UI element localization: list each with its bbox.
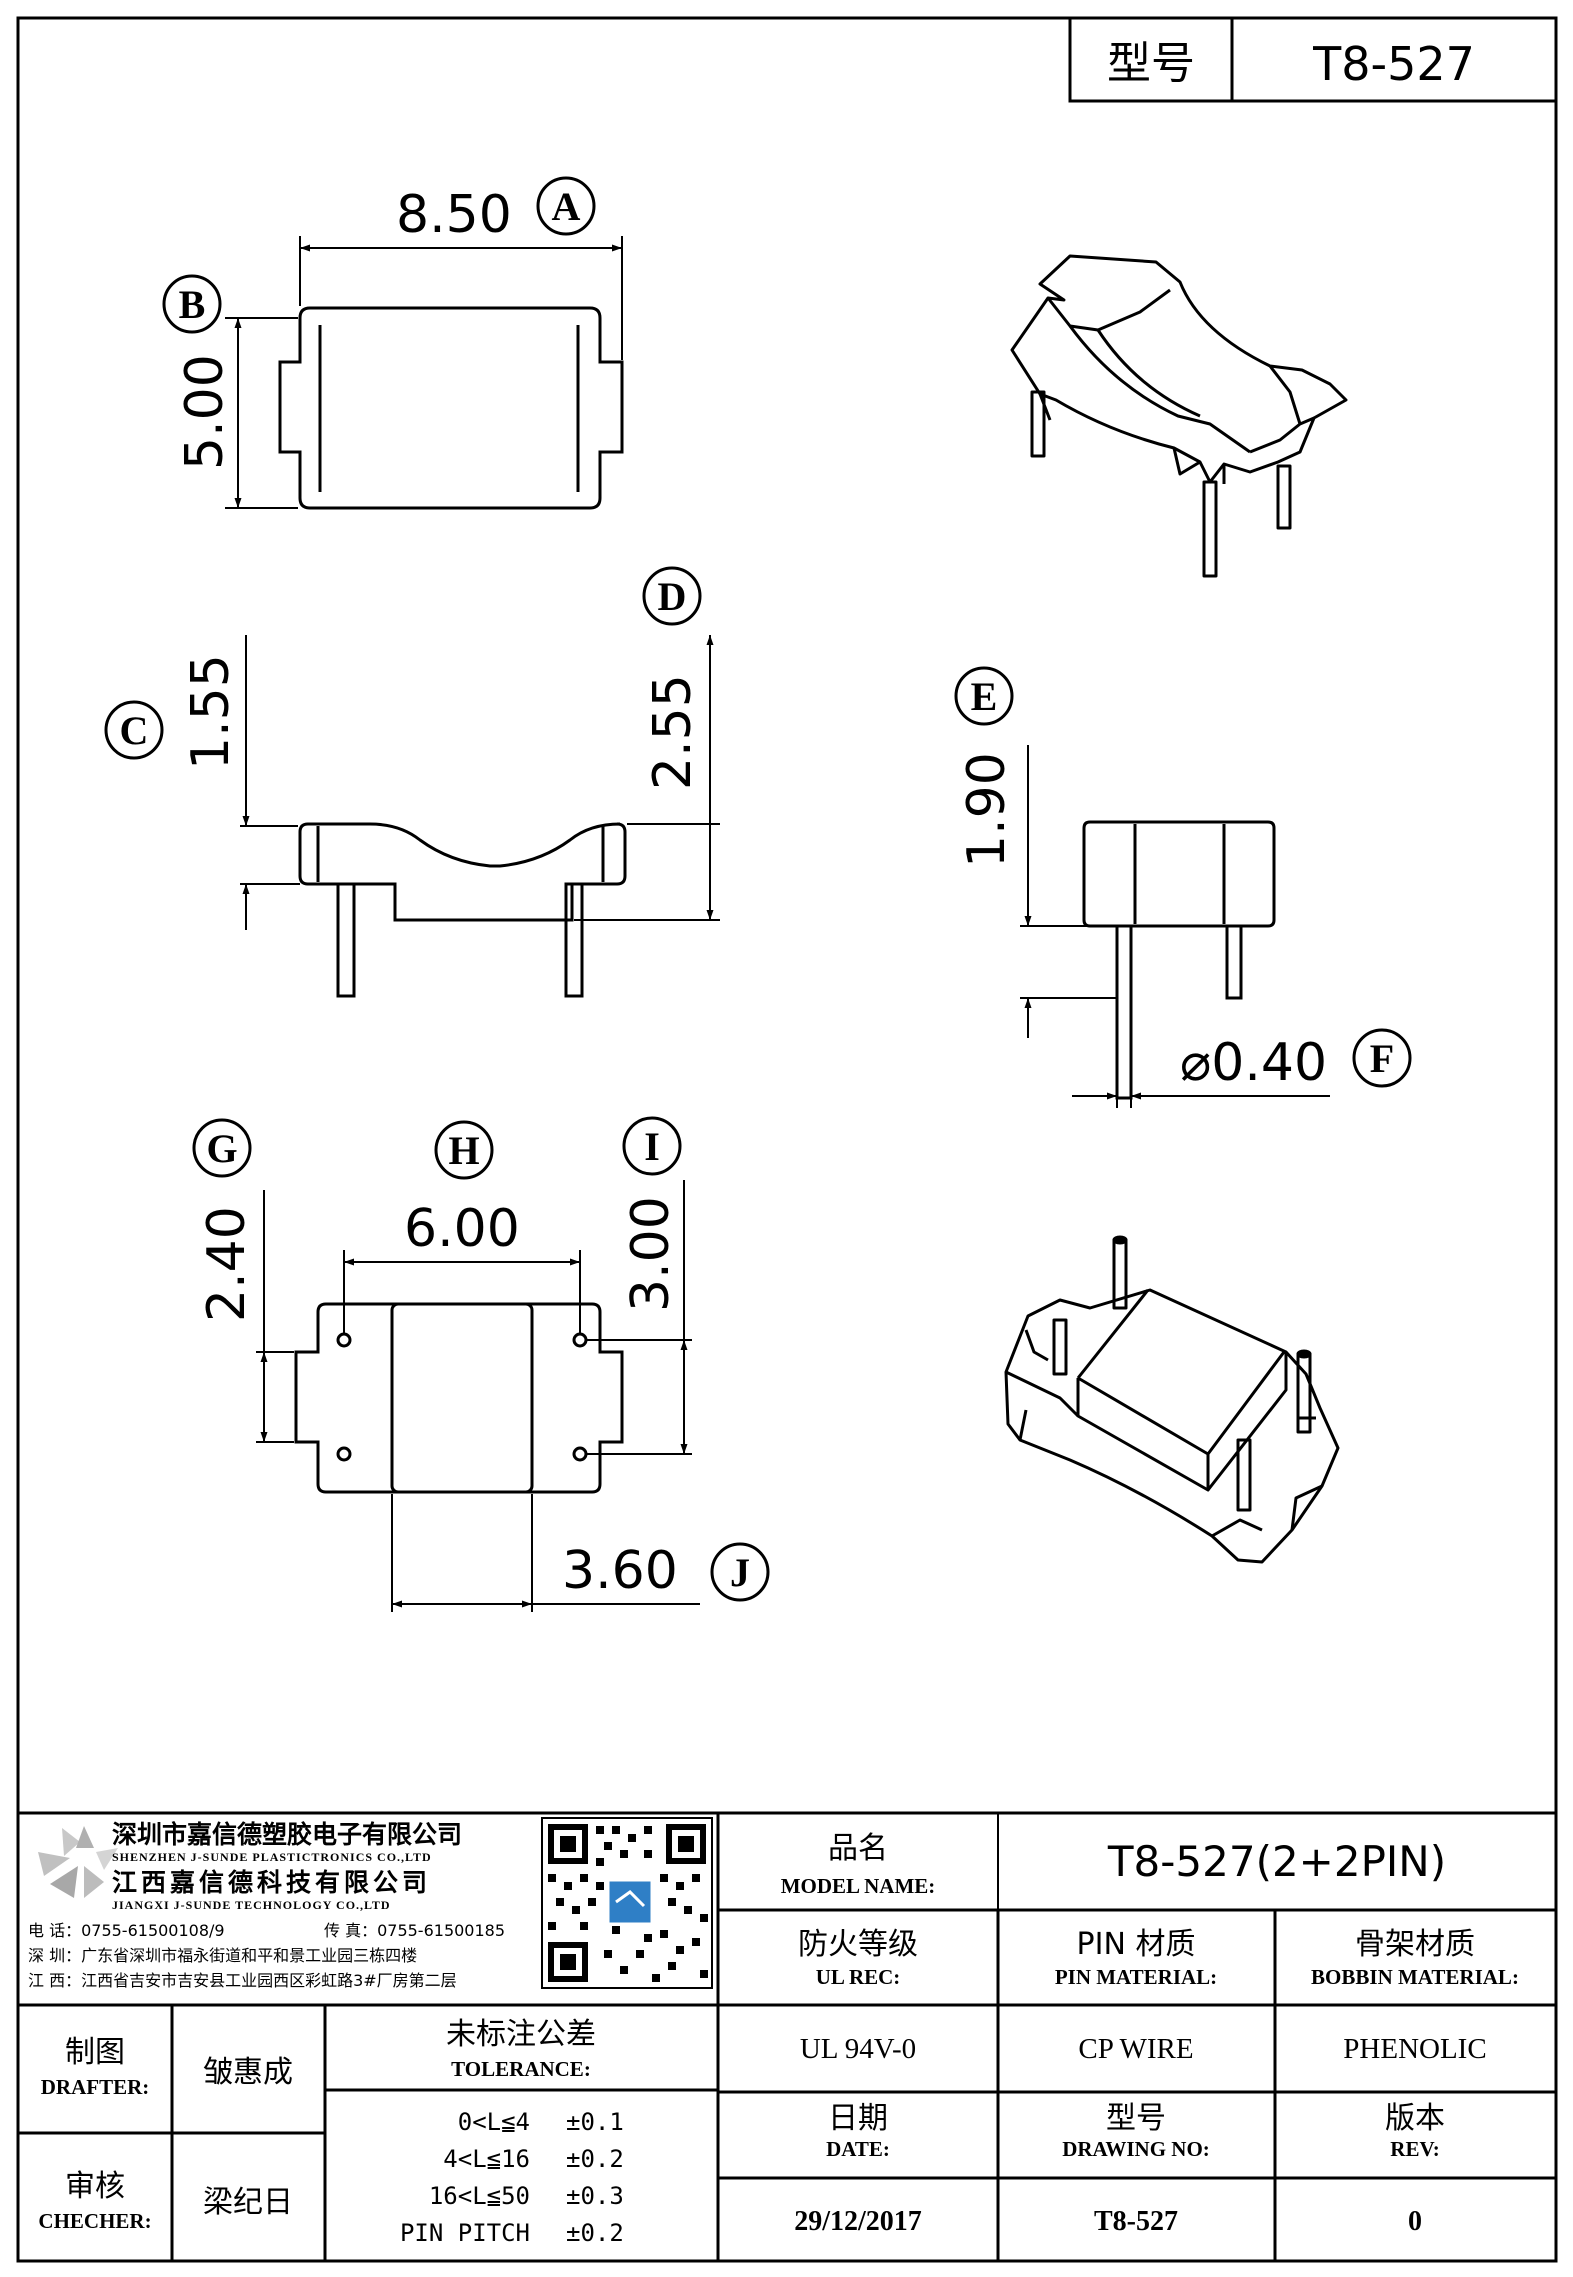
model-header: 型号 T8-527	[1068, 18, 1556, 103]
ul-rec-label-cn: 防火等级	[798, 1927, 918, 1962]
dimension-value-i: 3.00	[621, 1196, 681, 1312]
callout-letter-e: E	[971, 674, 998, 719]
callout-g: G	[192, 1118, 252, 1178]
dimension-value-c: 1.55	[181, 654, 241, 770]
tolerance-label-en: TOLERANCE:	[451, 2057, 591, 2081]
side-view	[1020, 745, 1330, 1108]
callout-letter-c: C	[120, 708, 149, 753]
callout-letter-d: D	[658, 574, 687, 619]
isometric-view-top	[1010, 254, 1348, 578]
isometric-view-bottom	[1004, 1235, 1340, 1564]
sheet-border	[16, 16, 1558, 2263]
callout-j: J	[710, 1542, 770, 1602]
model-name-label-en: MODEL NAME:	[781, 1874, 936, 1898]
model-name-label-cn: 品名	[828, 1831, 888, 1866]
checker-label-en: CHECHER:	[38, 2209, 151, 2233]
bobbin-material-label-en: BOBBIN MATERIAL:	[1311, 1965, 1519, 1989]
date-value: 29/12/2017	[794, 2206, 922, 2237]
dimension-value-j: 3.60	[562, 1541, 678, 1601]
dimension-value-g: 2.40	[197, 1206, 257, 1322]
drafter-value: 皱惠成	[203, 2055, 293, 2090]
company-name-jiangxi: 江西嘉信德科技有限公司	[112, 1868, 431, 1897]
qr-code	[541, 1817, 713, 1989]
drafter-label-cn: 制图	[65, 2035, 125, 2070]
pin-material-label-en: PIN MATERIAL:	[1055, 1965, 1217, 1989]
callout-d: D	[642, 566, 702, 626]
tolerance-range-3: 16<L≦50	[429, 2182, 530, 2210]
dimension-value-f: ⌀0.40	[1180, 1033, 1327, 1093]
callout-f: F	[1352, 1028, 1412, 1088]
top-view	[225, 236, 624, 510]
callout-letter-b: B	[179, 282, 206, 327]
pin-material-value: CP WIRE	[1078, 2033, 1193, 2065]
bobbin-material-value: PHENOLIC	[1343, 2033, 1486, 2065]
tolerance-range-1: 0<L≦4	[458, 2108, 530, 2136]
tolerance-range-4: PIN PITCH	[400, 2219, 530, 2247]
drafter-label-en: DRAFTER:	[41, 2075, 150, 2099]
callout-letter-j: J	[730, 1550, 750, 1595]
rev-label-cn: 版本	[1385, 2101, 1445, 2136]
callout-b: B	[162, 274, 222, 334]
company-phone: 电 话：0755-61500108/9	[28, 1921, 225, 1940]
tolerance-value-2: ±0.2	[566, 2145, 624, 2173]
rev-label-en: REV:	[1390, 2137, 1439, 2161]
checker-value: 梁纪日	[203, 2185, 293, 2220]
drawing-no-label-cn: 型号	[1106, 2101, 1166, 2136]
callout-h: H	[434, 1120, 494, 1180]
bobbin-material-label-cn: 骨架材质	[1355, 1927, 1475, 1962]
callout-e: E	[954, 666, 1014, 726]
model-name-value: T8-527(2+2PIN)	[1107, 1837, 1446, 1886]
callout-letter-h: H	[448, 1128, 479, 1173]
callout-letter-f: F	[1370, 1036, 1394, 1081]
front-view	[240, 635, 720, 998]
tolerance-value-1: ±0.1	[566, 2108, 624, 2136]
company-fax: 传 真：0755-61500185	[324, 1921, 505, 1940]
callout-c: C	[104, 700, 164, 760]
bottom-view	[256, 1180, 700, 1612]
company-name-shenzhen: 深圳市嘉信德塑胶电子有限公司	[112, 1820, 462, 1849]
pin-material-label-cn: PIN 材质	[1077, 1927, 1196, 1962]
rev-value: 0	[1408, 2206, 1422, 2237]
checker-label-cn: 审核	[65, 2169, 125, 2204]
company-name-shenzhen-en: SHENZHEN J-SUNDE PLASTICTRONICS CO.,LTD	[112, 1850, 432, 1864]
tolerance-value-4: ±0.2	[566, 2219, 624, 2247]
callout-letter-i: I	[644, 1124, 660, 1169]
date-label-cn: 日期	[828, 2101, 888, 2136]
callout-a: A	[536, 176, 596, 236]
callout-i: I	[622, 1116, 682, 1176]
tolerance-label-cn: 未标注公差	[446, 2017, 596, 2052]
ul-rec-label-en: UL REC:	[816, 1965, 901, 1989]
tolerance-value-3: ±0.3	[566, 2182, 624, 2210]
callout-letter-a: A	[552, 184, 581, 229]
dimension-value-a: 8.50	[396, 185, 512, 245]
company-logo	[38, 1826, 118, 1898]
dimension-value-e: 1.90	[957, 752, 1017, 868]
date-label-en: DATE:	[826, 2137, 890, 2161]
tolerance-range-2: 4<L≦16	[443, 2145, 530, 2173]
company-address-shenzhen: 深 圳：广东省深圳市福永街道和平和景工业园三栋四楼	[28, 1946, 417, 1965]
dimension-value-h: 6.00	[404, 1199, 520, 1259]
drawing-no-value: T8-527	[1094, 2206, 1178, 2237]
drawing-no-label-en: DRAWING NO:	[1062, 2137, 1210, 2161]
dimension-value-d: 2.55	[643, 674, 703, 790]
model-header-value: T8-527	[1312, 37, 1475, 91]
dimension-value-b: 5.00	[175, 354, 235, 470]
model-header-label: 型号	[1107, 38, 1195, 89]
callout-letter-g: G	[206, 1126, 237, 1171]
ul-rec-value: UL 94V-0	[800, 2033, 916, 2065]
title-block-grid	[18, 1811, 1556, 2261]
company-address-jiangxi: 江 西：江西省吉安市吉安县工业园西区彩虹路3#厂房第二层	[28, 1971, 457, 1990]
company-name-jiangxi-en: JIANGXI J-SUNDE TECHNOLOGY CO.,LTD	[112, 1898, 391, 1912]
